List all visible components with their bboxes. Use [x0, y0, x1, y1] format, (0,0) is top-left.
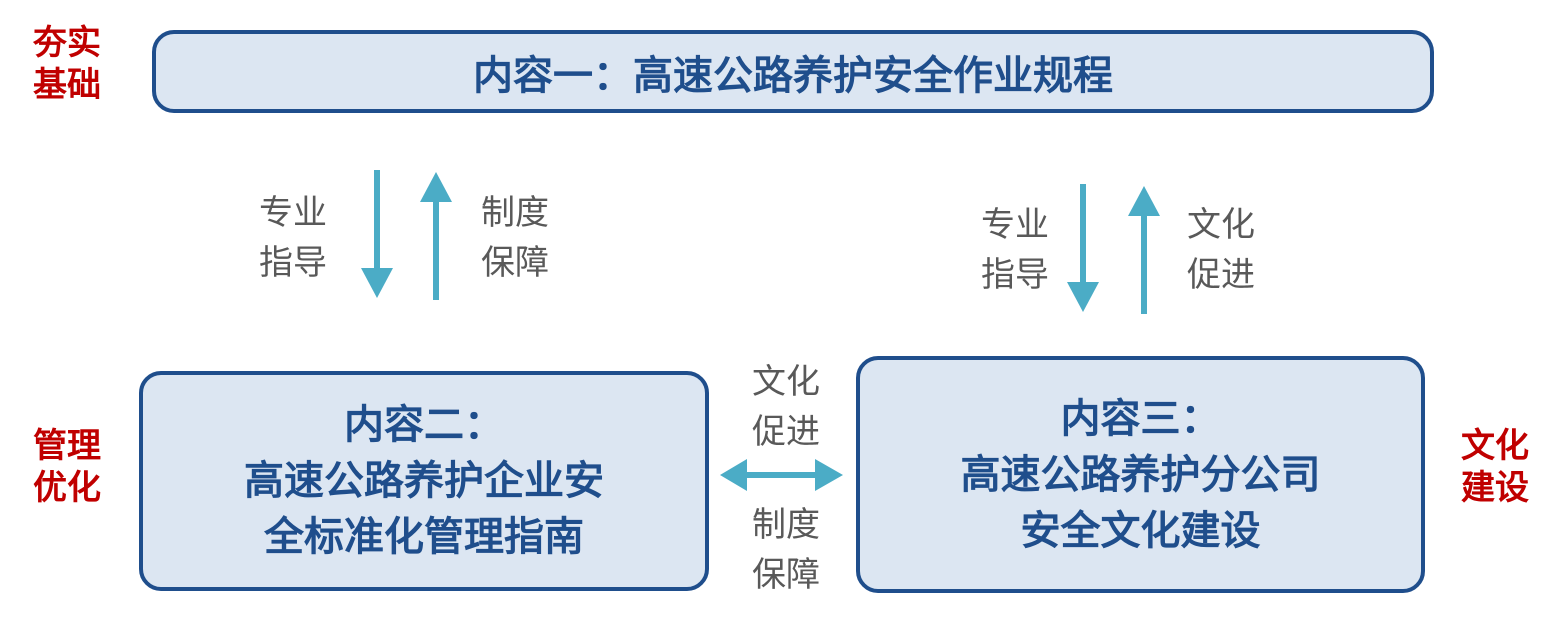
arrow-up-right	[1128, 186, 1160, 314]
arrow-down-left	[361, 170, 393, 298]
label-professional-guidance-left: 专业指导	[259, 193, 327, 283]
side-label-foundation: 夯实基础	[33, 23, 101, 105]
content-three-box: 内容三： 高速公路养护分公司 安全文化建设	[856, 356, 1425, 593]
content-three-line: 安全文化建设	[1020, 507, 1261, 554]
content-three-title: 内容三：	[1060, 395, 1221, 442]
label-culture-promotion-middle: 文化促进	[752, 362, 820, 452]
label-professional-guidance-right: 专业指导	[981, 205, 1049, 295]
label-system-guarantee-left: 制度保障	[481, 193, 549, 283]
content-one-box: 内容一：高速公路养护安全作业规程	[152, 30, 1434, 113]
label-culture-promotion-right: 文化促进	[1187, 205, 1255, 295]
content-two-title: 内容二：	[344, 402, 504, 448]
content-three-line: 高速公路养护分公司	[960, 451, 1321, 498]
content-two-line: 高速公路养护企业安	[244, 458, 604, 504]
content-one-text: 内容一：高速公路养护安全作业规程	[473, 52, 1113, 99]
arrow-up-left	[420, 172, 452, 300]
label-system-guarantee-middle: 制度保障	[752, 505, 820, 595]
side-label-management: 管理优化	[33, 426, 101, 508]
arrow-bidirectional	[720, 459, 843, 491]
content-two-line: 全标准化管理指南	[264, 514, 584, 560]
side-label-culture: 文化建设	[1461, 426, 1529, 508]
arrow-down-right	[1067, 184, 1099, 312]
content-two-box: 内容二： 高速公路养护企业安 全标准化管理指南	[139, 371, 709, 591]
